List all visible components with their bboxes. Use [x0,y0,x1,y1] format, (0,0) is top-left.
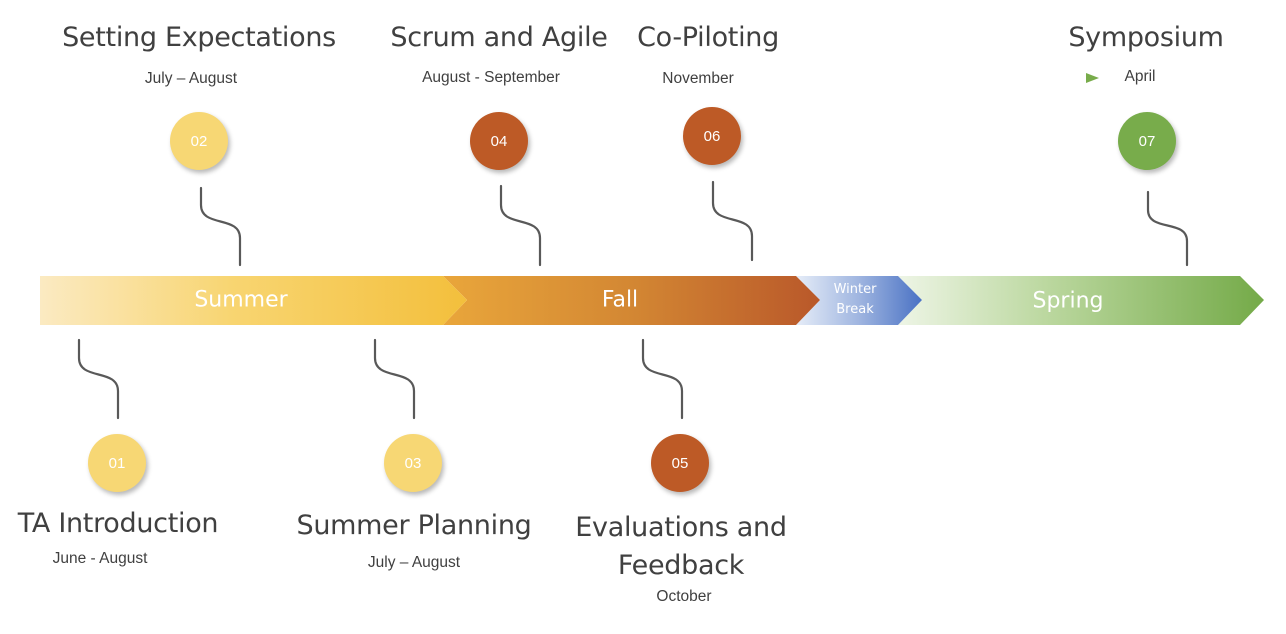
milestone-circle-03: 03 [384,434,442,492]
milestone-circle-06: 06 [683,107,741,165]
winter-line-2: Break [836,302,874,317]
season-segment-winter-break [796,276,922,325]
arrow-head [1086,73,1099,83]
season-segment-spring [898,276,1264,325]
season-label-spring: Spring [1032,288,1104,314]
connector-06 [711,180,754,262]
milestone-title-06: Co-Piloting [637,22,779,53]
connector-05 [641,338,684,420]
winter-line-1: Winter [833,282,877,297]
milestone-circle-02: 02 [170,112,228,170]
milestone-circle-05: 05 [651,434,709,492]
connector-04 [499,184,542,267]
milestone-title-01: TA Introduction [17,508,219,539]
milestone-title-07: Symposium [1068,22,1224,53]
milestone-circle-01: 01 [88,434,146,492]
connector-02 [199,186,242,267]
milestone-date-05: October [656,588,712,605]
season-segment-summer [40,276,467,325]
season-label-fall: Fall [601,287,639,313]
connector-01 [77,338,120,420]
milestone-date-07: April [1124,68,1156,85]
season-label-summer: Summer [194,287,288,313]
milestone-title-05: Evaluations and Feedback [575,512,787,581]
season-segment-fall [443,276,820,325]
milestone-date-04: August - September [422,69,560,86]
milestone-title-02: Setting Expectations [62,22,336,53]
milestone-title-04: Scrum and Agile [390,22,608,53]
milestone-date-03: July – August [367,554,461,571]
milestone-date-02: July – August [144,70,238,87]
connector-07 [1146,190,1189,267]
milestone-circle-04: 04 [470,112,528,170]
connector-03 [373,338,416,420]
milestone-date-01: June - August [52,550,148,567]
milestone-date-06: November [662,70,734,87]
season-label-winter-break: Winter Break [834,280,877,320]
milestone-circle-07: 07 [1118,112,1176,170]
milestone-title-03: Summer Planning [296,510,532,541]
